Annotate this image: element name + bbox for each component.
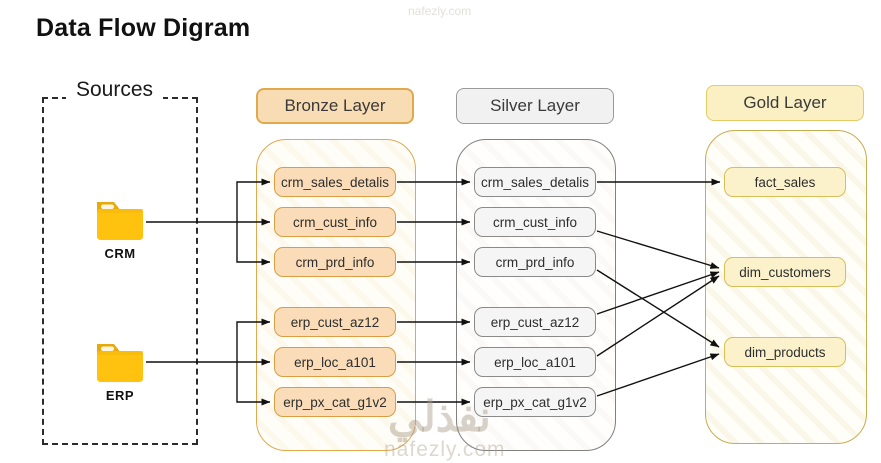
source-erp: ERP — [85, 341, 155, 403]
bronze-table-crm-prd-info: crm_prd_info — [274, 247, 396, 277]
silver-table-erp-loc-a101: erp_loc_a101 — [474, 347, 596, 377]
folder-icon — [97, 202, 143, 240]
bronze-table-crm-sales-detalis: crm_sales_detalis — [274, 167, 396, 197]
source-crm: CRM — [85, 199, 155, 261]
source-erp-label: ERP — [105, 388, 135, 403]
watermark-site: nafezly.com — [384, 438, 506, 461]
page-title: Data Flow Digram — [36, 14, 251, 42]
gold-table-dim-customers: dim_customers — [724, 257, 846, 287]
gold-layer-header: Gold Layer — [706, 85, 864, 121]
watermark-top: nafezly.com — [408, 4, 472, 18]
source-crm-label: CRM — [104, 246, 136, 261]
gold-table-dim-products: dim_products — [724, 337, 846, 367]
silver-layer-header: Silver Layer — [456, 88, 614, 124]
silver-table-erp-cust-az12: erp_cust_az12 — [474, 307, 596, 337]
bronze-table-erp-loc-a101: erp_loc_a101 — [274, 347, 396, 377]
folder-icon — [97, 344, 143, 382]
bronze-table-crm-cust-info: crm_cust_info — [274, 207, 396, 237]
watermark-arabic: نفذلي — [388, 393, 491, 440]
bronze-layer-header: Bronze Layer — [256, 88, 414, 124]
gold-table-fact-sales: fact_sales — [724, 167, 846, 197]
silver-table-crm-cust-info: crm_cust_info — [474, 207, 596, 237]
silver-table-erp-px-cat-g1v2: erp_px_cat_g1v2 — [474, 387, 596, 417]
sources-label: Sources — [66, 78, 164, 102]
silver-table-crm-sales-detalis: crm_sales_detalis — [474, 167, 596, 197]
bronze-table-erp-px-cat-g1v2: erp_px_cat_g1v2 — [274, 387, 396, 417]
bronze-table-erp-cust-az12: erp_cust_az12 — [274, 307, 396, 337]
silver-table-crm-prd-info: crm_prd_info — [474, 247, 596, 277]
